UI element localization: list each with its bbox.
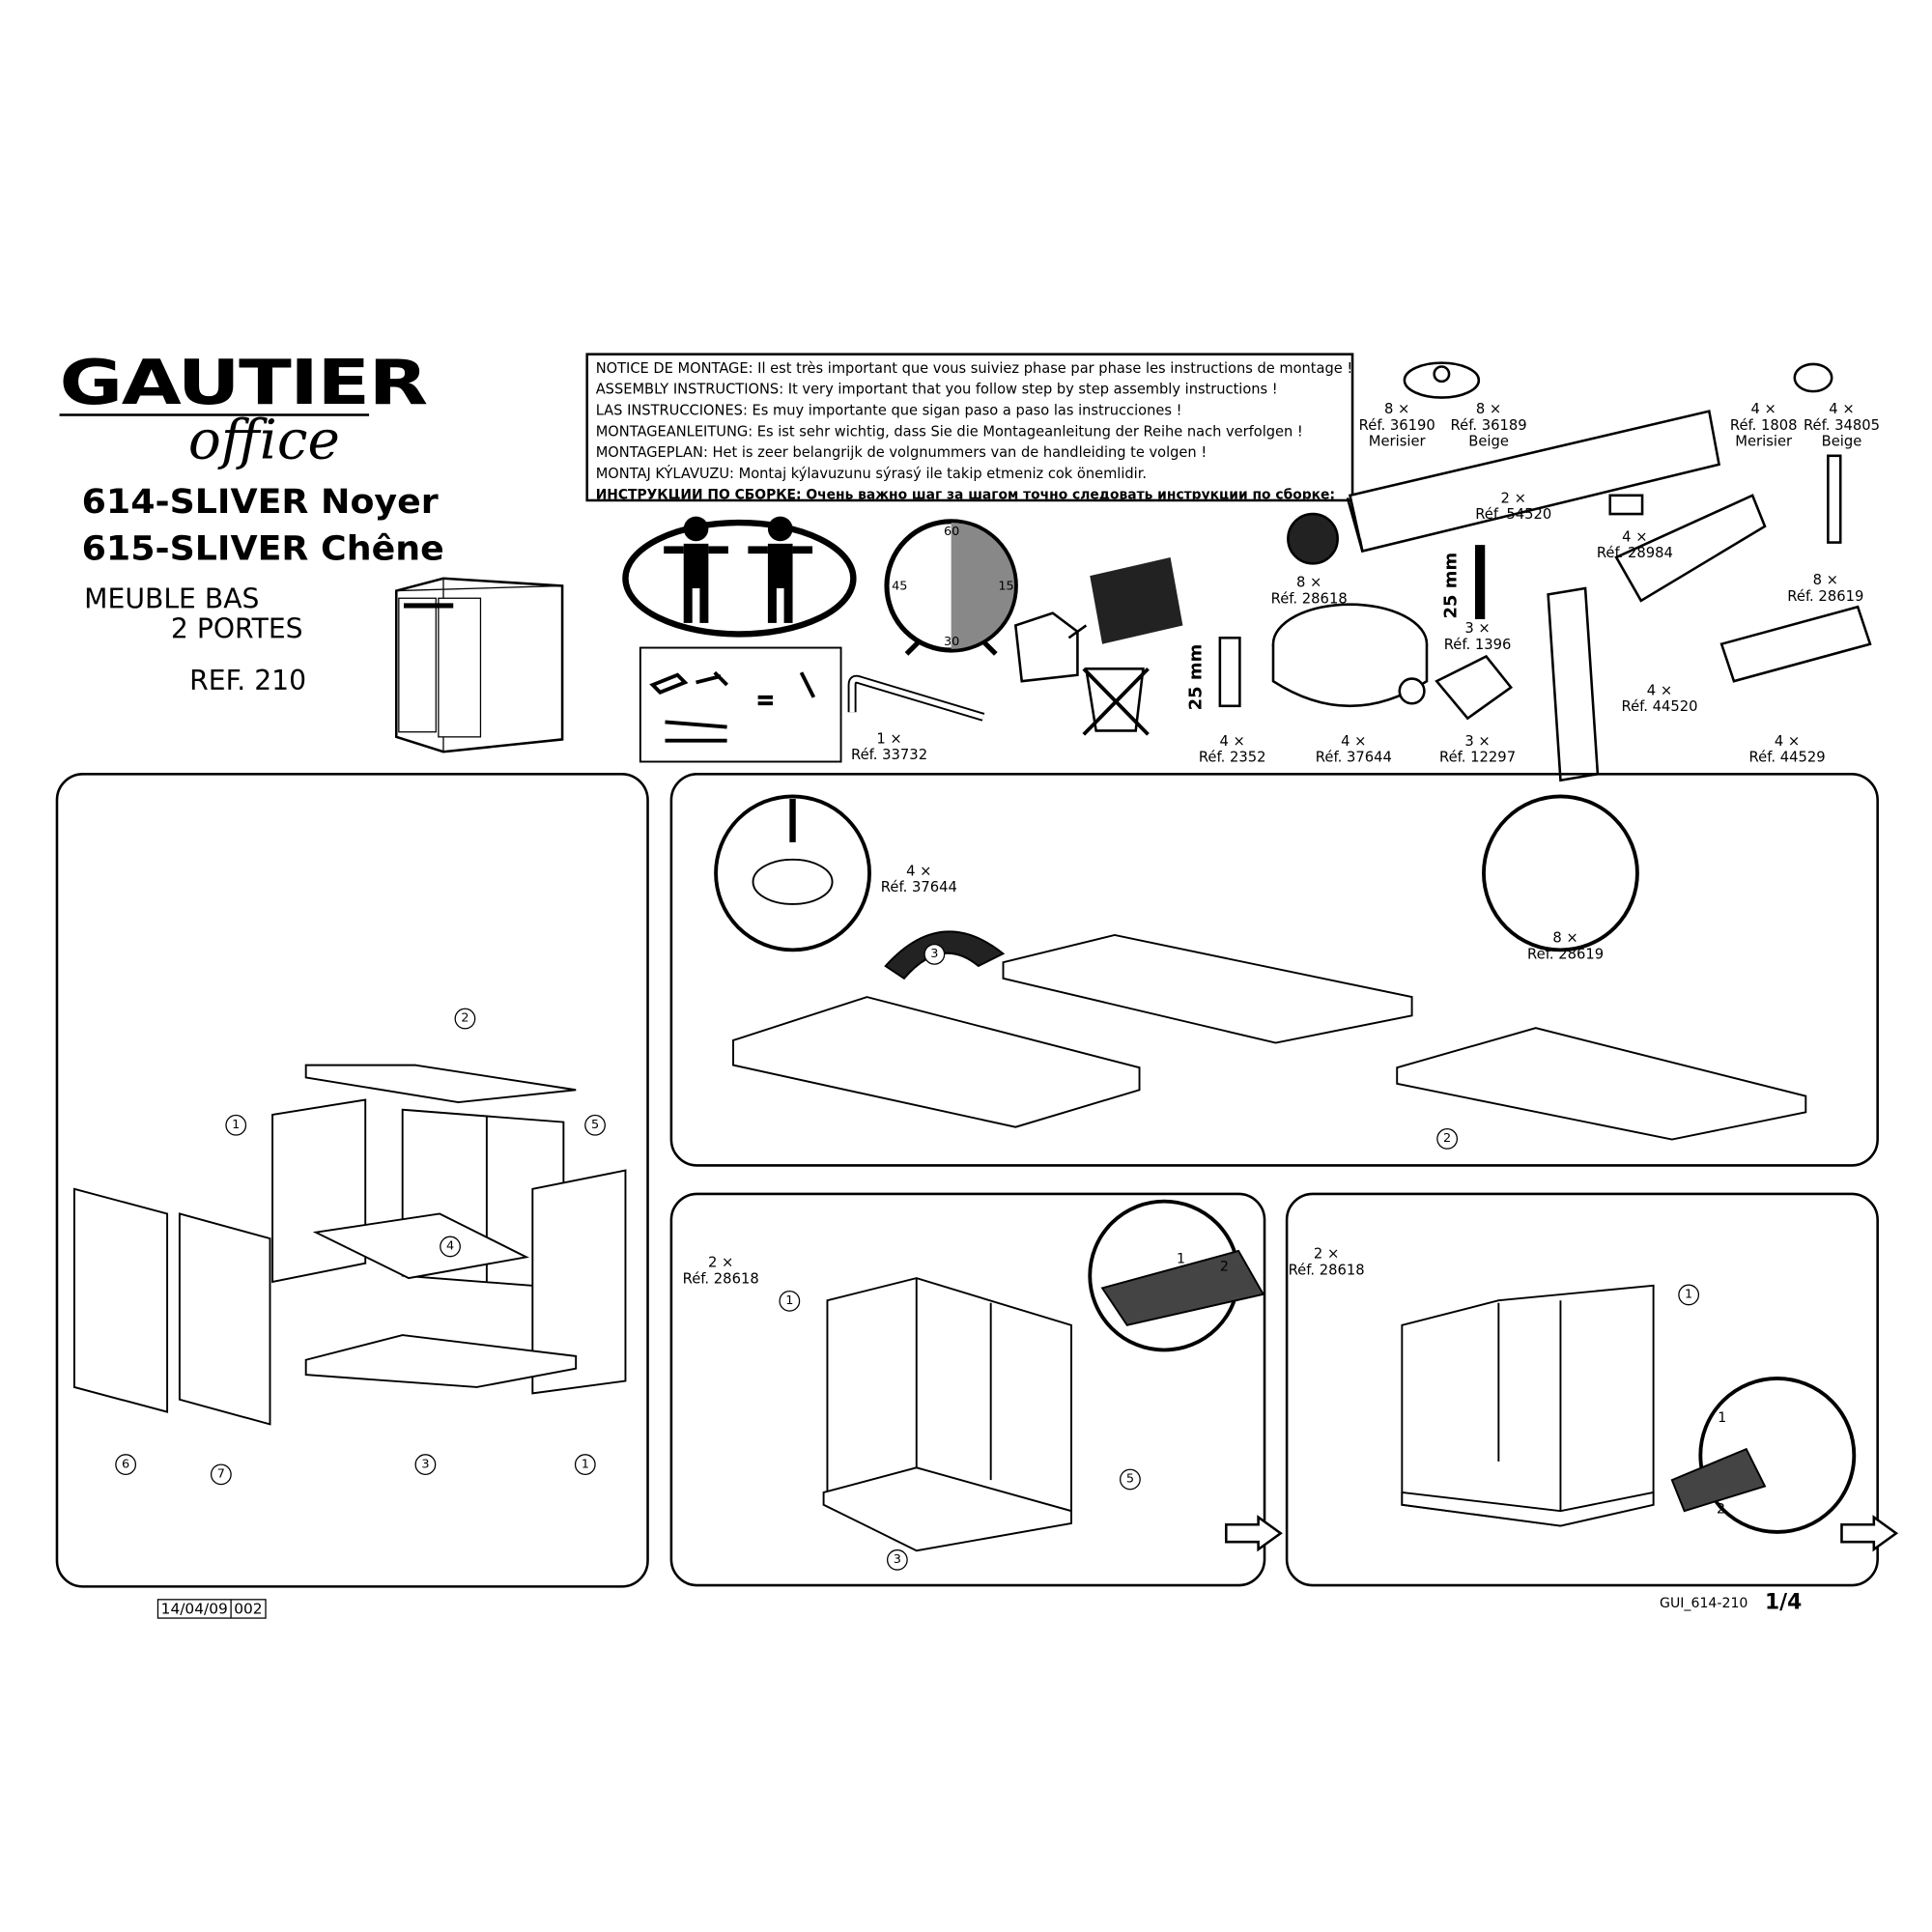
step3-part-5: 5 (1120, 1468, 1141, 1491)
step1-exploded-view (72, 1064, 627, 1426)
hardware-12297: 3 ×Réf. 12297 (1439, 731, 1517, 766)
screw-length: 25 mm (1441, 552, 1462, 619)
step3-ref-28618: 2 ×Réf. 28618 (682, 1253, 759, 1288)
dowel-length: 25 mm (1186, 643, 1207, 711)
allen-key-icon (847, 674, 985, 722)
step1-panel (55, 773, 649, 1588)
product-ref: REF. 210 (189, 666, 307, 697)
step3-arrow-2: 2 (1219, 1258, 1229, 1275)
part-6: 6 (115, 1454, 137, 1475)
notice-tr: MONTAJ KÝLAVUZU: Montaj kýlavuzunu sýras… (595, 464, 1148, 482)
hardware-drawings (1218, 361, 1872, 782)
product-type: MEUBLE BAS (84, 584, 260, 616)
step2-ref-28619: 8 ×Réf. 28619 (1527, 928, 1605, 963)
step4-part-1: 1 (1678, 1284, 1700, 1306)
hardware-28619: 8 ×Réf. 28619 (1787, 571, 1864, 605)
step3-arrow-1: 1 (1176, 1250, 1185, 1267)
date-box: 14/04/09 002 (156, 1599, 267, 1619)
step2-part-3: 3 (923, 943, 946, 965)
hardware-33732: 1 ×Réf. 33732 (851, 729, 928, 763)
next-arrow-icon-2 (1840, 1515, 1899, 1552)
notice-es: LAS INSTRUCCIONES: Es muy importante que… (595, 401, 1182, 419)
notice-box: NOTICE DE MONTAGE: Il est très important… (585, 353, 1354, 502)
notice-de: MONTAGEANLEITUNG: Es ist sehr wichtig, d… (595, 422, 1303, 440)
brand-logo: GAUTIER (59, 346, 429, 419)
clock-icon (884, 519, 1018, 656)
part-7: 7 (210, 1463, 232, 1486)
hardware-44529: 4 ×Réf. 44529 (1748, 731, 1826, 766)
part-2: 2 (454, 1008, 476, 1030)
notice-nl: MONTAGEPLAN: Het is zeer belangrijk de v… (595, 442, 1208, 461)
step4-panel (1285, 1192, 1879, 1587)
step3-panel (669, 1192, 1266, 1587)
model-name-1: 614-SLIVER Noyer (81, 483, 439, 522)
tools-icon (639, 646, 842, 763)
part-3: 3 (414, 1454, 437, 1475)
hardware-1396: 3 ×Réf. 1396 (1443, 619, 1512, 653)
notice-fr: NOTICE DE MONTAGE: Il est très important… (595, 358, 1353, 377)
model-name-2: 615-SLIVER Chêne (81, 529, 444, 569)
doc-revision: 002 (234, 1600, 263, 1618)
hardware-37644: 4 ×Réf. 37644 (1315, 731, 1392, 766)
clock-label-top: 60 (943, 525, 960, 539)
hardware-2352: 4 ×Réf. 2352 (1198, 731, 1266, 766)
cabinet-illustration (394, 577, 564, 753)
clock-label-left: 45 (892, 580, 908, 594)
step2-drawing (714, 794, 1807, 1141)
doc-code: GUI_614-210 (1660, 1595, 1748, 1612)
step2-panel (669, 773, 1879, 1167)
two-people-icon (622, 516, 857, 638)
step4-arrow-2: 2 (1716, 1500, 1725, 1518)
next-arrow-icon (1224, 1515, 1283, 1552)
logo-divider (59, 413, 370, 416)
hardware-54520: 2 ×Réf. 54520 (1475, 489, 1552, 524)
clock-label-bottom: 30 (943, 635, 960, 649)
part-1-right: 1 (574, 1454, 596, 1475)
part-1: 1 (225, 1114, 247, 1136)
brand-sub: office (187, 409, 340, 472)
hardware-28984: 4 ×Réf. 28984 (1596, 527, 1673, 561)
step3-part-3: 3 (886, 1548, 908, 1571)
notice-en: ASSEMBLY INSTRUCTIONS: It very important… (595, 380, 1278, 398)
clock-label-right: 15 (998, 580, 1014, 594)
product-doors: 2 PORTES (170, 613, 303, 645)
step3-part-1: 1 (779, 1290, 801, 1312)
hardware-28618: 8 ×Réf. 28618 (1270, 573, 1348, 608)
keep-instructions-icon (1013, 556, 1183, 736)
step4-arrow-1: 1 (1718, 1409, 1727, 1426)
part-5: 5 (584, 1114, 606, 1136)
notice-ru: ИНСТРУКЦИИ ПО СБОРКЕ: Очень важно шаг за… (595, 486, 1335, 502)
step4-drawing (1401, 1284, 1857, 1534)
step3-drawing (822, 1199, 1265, 1552)
step4-ref-28618: 2 ×Réf. 28618 (1288, 1244, 1365, 1279)
step2-ref-37644: 4 ×Réf. 37644 (880, 862, 957, 895)
page-number: 1/4 (1764, 1590, 1803, 1615)
hardware-44520: 4 ×Réf. 44520 (1621, 681, 1698, 715)
doc-date: 14/04/09 (158, 1600, 232, 1618)
step2-part-2: 2 (1436, 1127, 1459, 1150)
part-4: 4 (440, 1236, 461, 1258)
